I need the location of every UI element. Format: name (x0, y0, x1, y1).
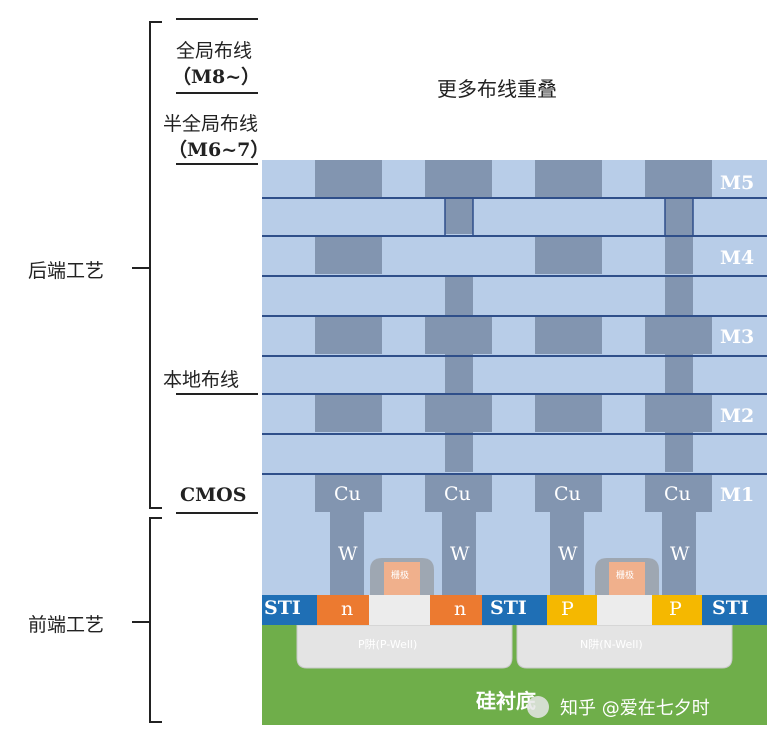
local-wiring-rule (176, 393, 258, 395)
watermark-logo-icon (527, 696, 549, 718)
layer-label-m5: M5 (720, 172, 755, 194)
w-label-2: W (450, 543, 470, 565)
p-label-left: P (561, 598, 574, 620)
p-label-right: P (669, 598, 682, 620)
cu-2 (425, 474, 492, 512)
col4-via4 (665, 276, 693, 316)
gate-label-left: 栅极 (391, 571, 410, 581)
col3-m4 (535, 236, 602, 274)
gate-label-right: 栅极 (616, 571, 635, 581)
w-label-1: W (338, 543, 358, 565)
sti-right (702, 595, 767, 625)
diagram-title: 更多布线重叠 (437, 77, 557, 101)
layer-label-m4: M4 (720, 247, 755, 269)
global-wiring-bottom-rule (176, 92, 258, 94)
col2-via4 (445, 276, 473, 316)
p-well (296, 624, 513, 669)
n-doping-right (430, 595, 482, 625)
gate-right (609, 562, 645, 595)
col1-m4 (315, 236, 382, 274)
col4-m5 (645, 160, 712, 198)
col2-via5 (445, 198, 473, 234)
sti-left (262, 595, 317, 625)
layer-lines (262, 197, 767, 475)
sti-label-middle: STI (490, 597, 527, 619)
col4-m2 (645, 394, 712, 432)
global-wiring-label: 全局布线 (176, 40, 253, 62)
n-well-label: N阱(N-Well) (580, 638, 643, 651)
sti-label-right: STI (712, 597, 749, 619)
m1-cu-contacts (315, 474, 712, 512)
gate-left (384, 562, 420, 595)
col1-m5 (315, 160, 382, 198)
col4-m3 (645, 316, 712, 354)
cu-label-4: Cu (664, 483, 691, 505)
semi-global-wiring-label: 半全局布线 (163, 113, 259, 135)
cu-label-2: Cu (444, 483, 471, 505)
n-label-left: n (341, 598, 354, 620)
col2-m2 (425, 394, 492, 432)
col4-via3 (665, 354, 693, 394)
local-wiring-label: 本地布线 (163, 369, 240, 391)
n-label-right: n (454, 598, 467, 620)
n-doping-left (317, 595, 369, 625)
global-wiring-layers: （M8~） (172, 66, 261, 88)
cu-1 (315, 474, 382, 512)
col2-m3 (425, 316, 492, 354)
cu-4 (645, 474, 712, 512)
layer-label-m1: M1 (720, 484, 755, 506)
col3-m5 (535, 160, 602, 198)
col3-m2 (535, 394, 602, 432)
front-end-bracket (132, 517, 162, 723)
cu-3 (535, 474, 602, 512)
col1-m3 (315, 316, 382, 354)
chip-cross-section (262, 160, 767, 725)
watermark-text: 知乎 @爱在七夕时 (560, 698, 710, 719)
cu-label-3: Cu (554, 483, 581, 505)
w-label-3: W (558, 543, 578, 565)
n-well (516, 624, 733, 669)
col4-via2 (665, 432, 693, 472)
semi-global-wiring-layers: （M6~7） (168, 139, 270, 161)
semi-global-bottom-rule (176, 163, 258, 165)
cmos-label: CMOS (180, 484, 247, 506)
substrate-label: 硅衬底 (476, 689, 536, 713)
p-doping-left (547, 595, 597, 625)
layer-label-m3: M3 (720, 326, 755, 348)
sti-label-left: STI (264, 597, 301, 619)
cmos-rule (176, 512, 258, 514)
back-end-bracket (132, 21, 162, 509)
sti-middle (482, 595, 547, 625)
cu-label-1: Cu (334, 483, 361, 505)
w-label-4: W (670, 543, 690, 565)
col2-via3 (445, 354, 473, 394)
front-end-label: 前端工艺 (28, 614, 105, 636)
col2-m5 (425, 160, 492, 198)
back-end-label: 后端工艺 (28, 260, 105, 282)
p-doping-right (652, 595, 702, 625)
col1-m2 (315, 394, 382, 432)
col2-via2 (445, 432, 473, 472)
layer-label-m2: M2 (720, 405, 755, 427)
interlayer-breaks (444, 198, 694, 236)
global-wiring-top-rule (176, 18, 258, 20)
col3-m3 (535, 316, 602, 354)
p-well-label: P阱(P-Well) (358, 638, 418, 651)
